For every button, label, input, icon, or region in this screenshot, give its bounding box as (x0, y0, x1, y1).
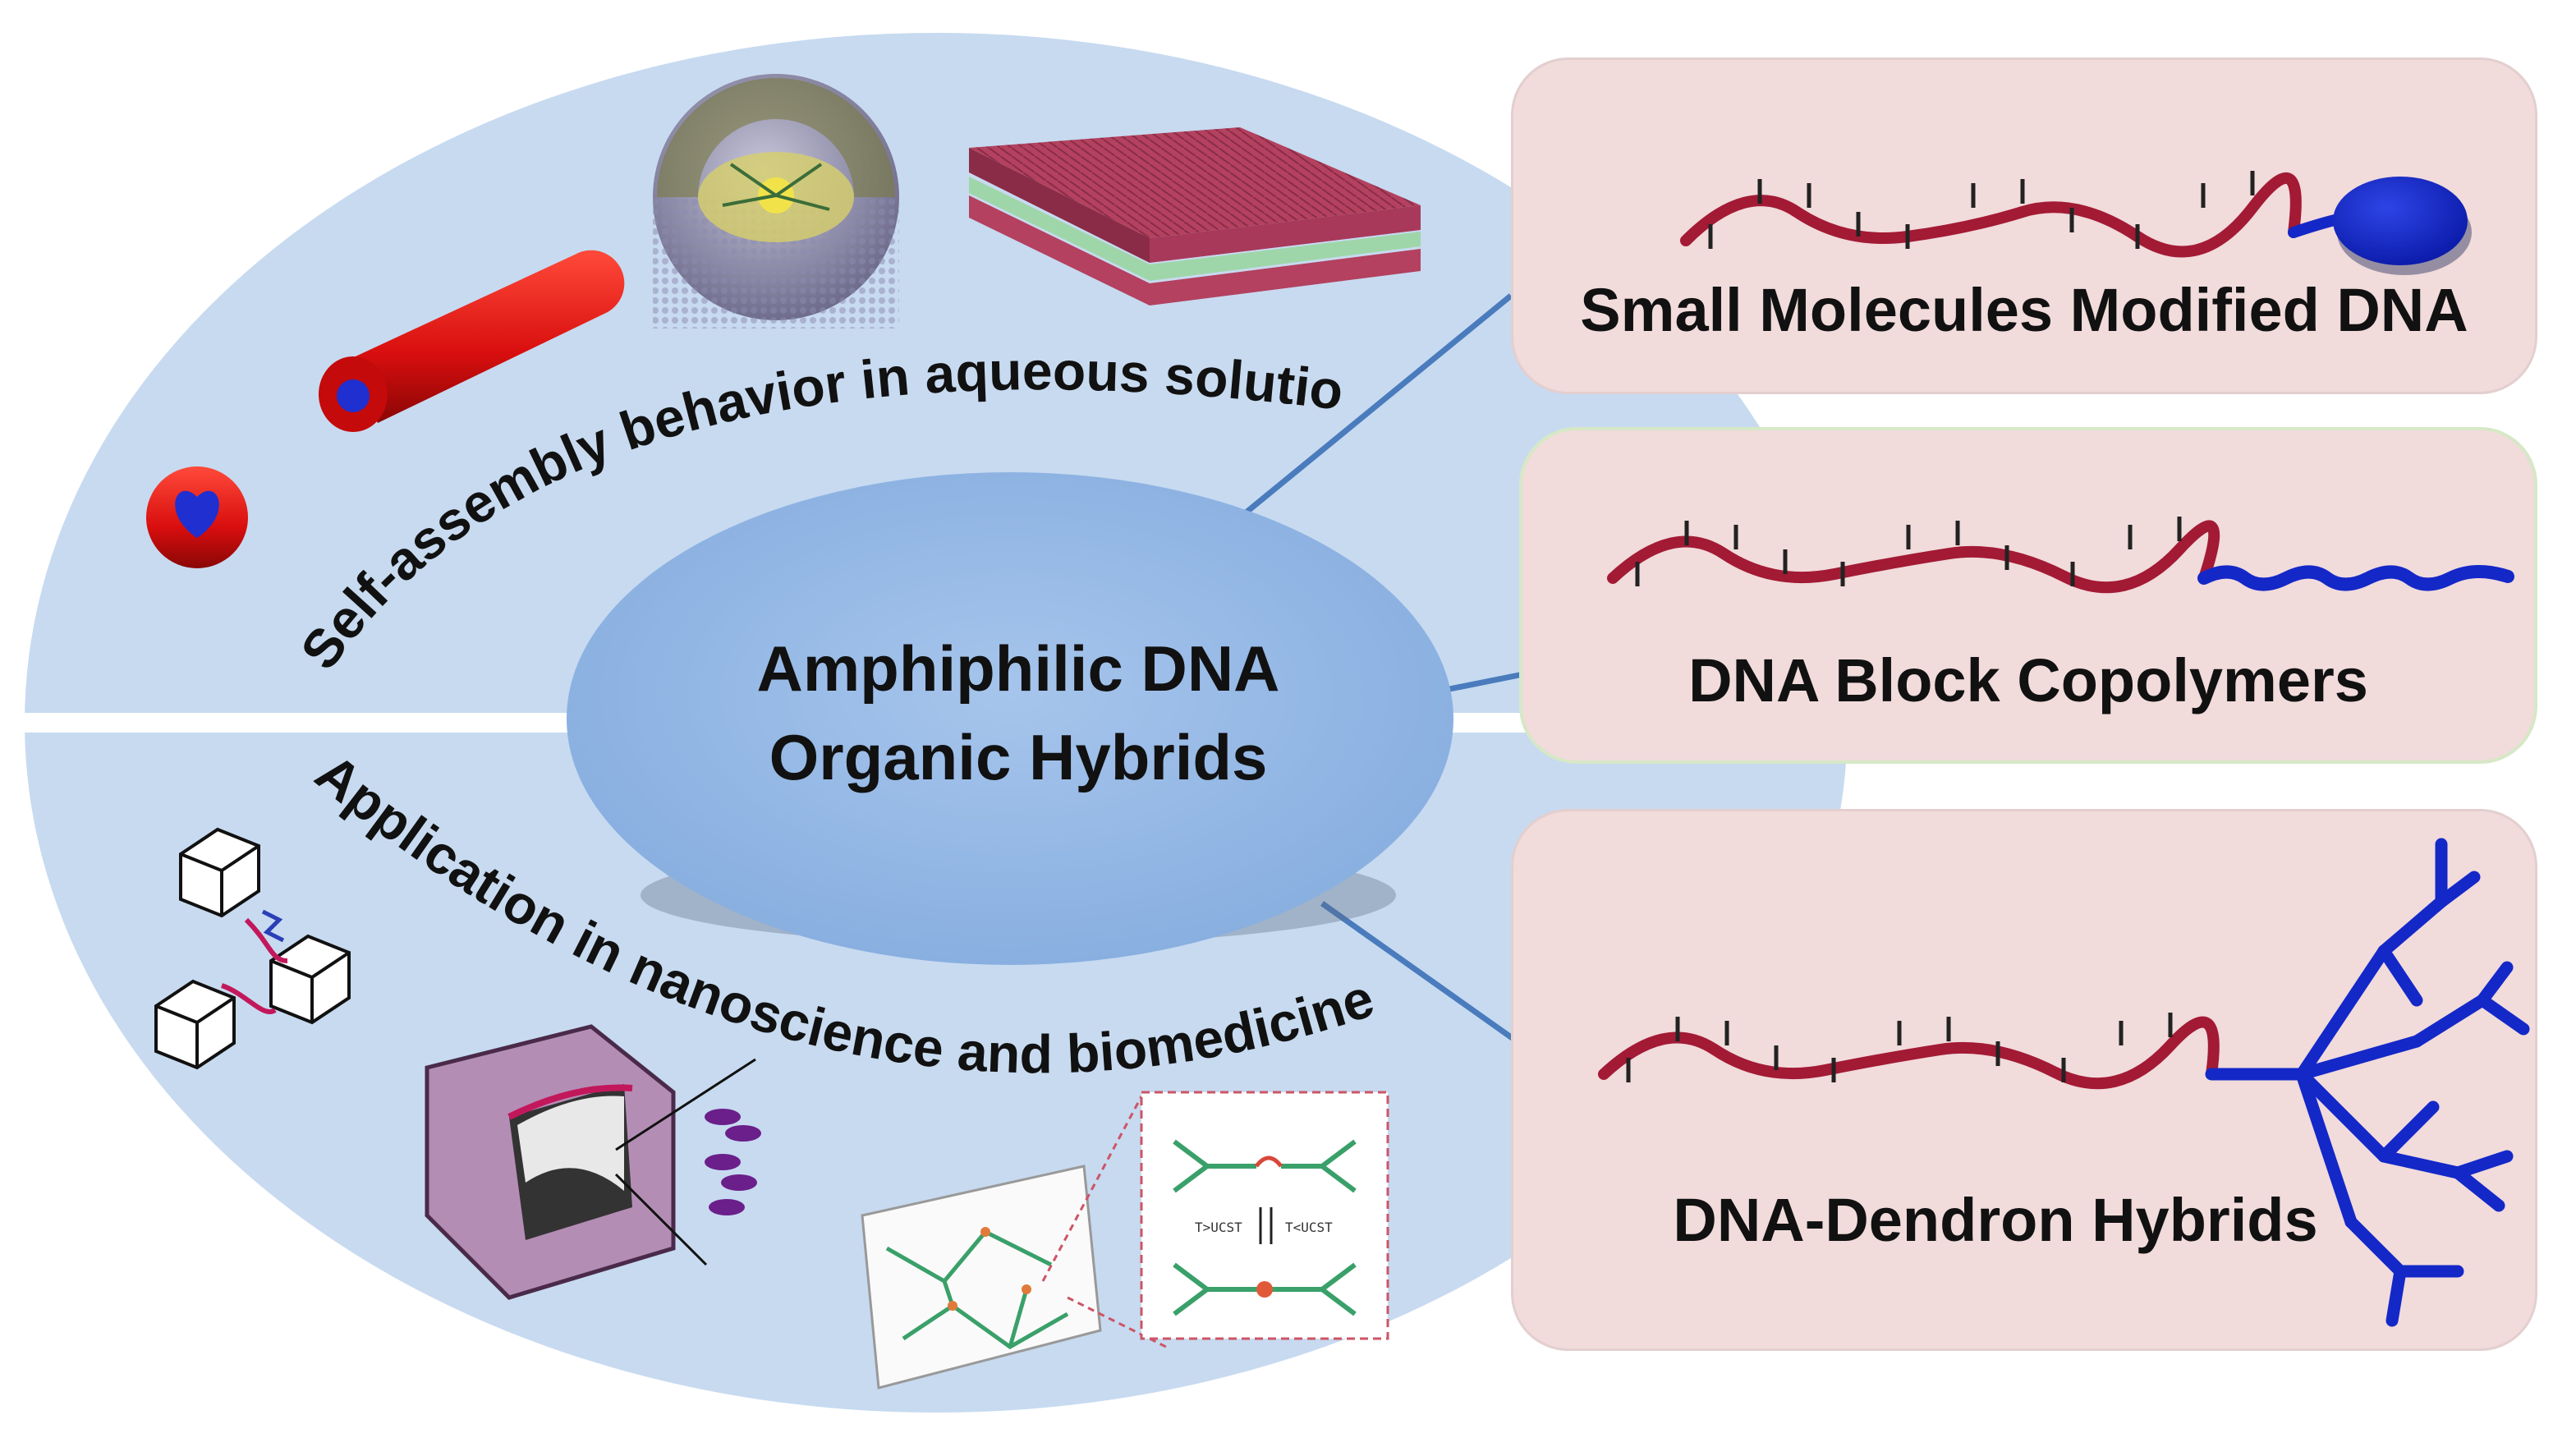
panel-small-molecules: Small Molecules Modified DNA (1511, 57, 2537, 394)
nanotube-icon (319, 250, 625, 432)
hydrogel-network-icon: T>UCST T<UCST (861, 1091, 1389, 1390)
svg-text:T<UCST: T<UCST (1285, 1220, 1333, 1235)
panel-dendron-hybrids-label: DNA-Dendron Hybrids (1673, 1186, 2318, 1254)
panel-block-copolymers-label: DNA Block Copolymers (1688, 646, 2368, 714)
center-ellipse (567, 472, 1453, 965)
center-label-line1: Amphiphilic DNA (756, 632, 1280, 705)
vesicle-icon (653, 74, 899, 328)
center-label: Amphiphilic DNA Organic Hybrids (575, 624, 1462, 802)
center-label-line2: Organic Hybrids (769, 721, 1268, 793)
block-copolymer-strand-icon (1607, 517, 2514, 594)
micelle-icon (146, 466, 248, 568)
nanosheet-icon (969, 127, 1421, 306)
panel-block-copolymers: DNA Block Copolymers (1519, 427, 2537, 764)
dna-cage-network-icon (154, 827, 351, 1070)
dendron-icon (2205, 838, 2530, 1327)
nanocarrier-cube-icon (425, 1024, 756, 1300)
small-molecule-blob-icon (2333, 177, 2472, 275)
ssdna-strand-icon (1680, 171, 2472, 275)
panel-dendron-hybrids: DNA-Dendron Hybrids (1511, 809, 2537, 1351)
polymer-coil-icon (2197, 564, 2514, 591)
dendron-strand-icon (1598, 838, 2530, 1327)
connector-lines (1237, 293, 1528, 1045)
panel-small-molecules-label: Small Molecules Modified DNA (1580, 276, 2468, 344)
svg-text:T>UCST: T>UCST (1195, 1220, 1242, 1235)
dna-helix-small-icon (705, 1109, 761, 1215)
